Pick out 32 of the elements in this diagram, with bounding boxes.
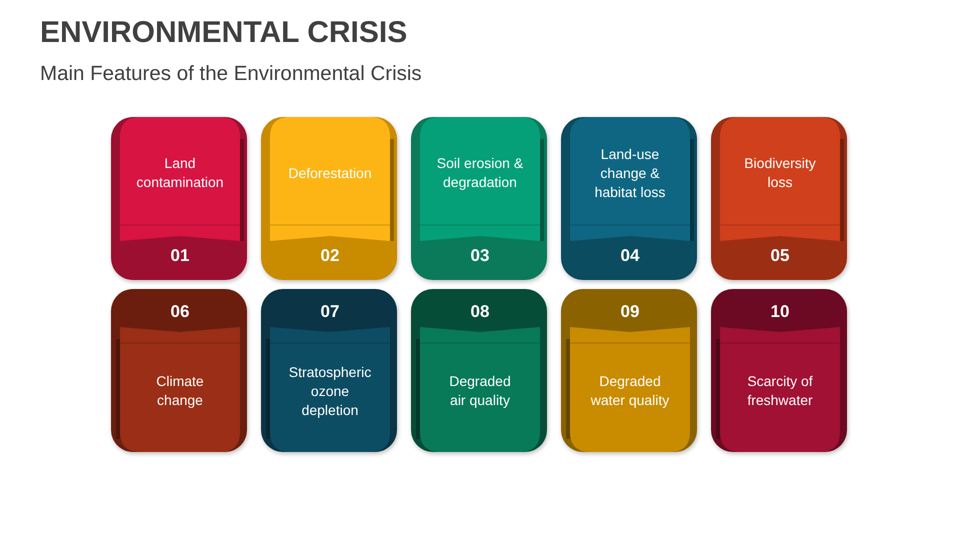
feature-card xyxy=(711,289,847,452)
feature-label: Biodiversity loss xyxy=(743,154,817,192)
feature-card xyxy=(411,117,547,280)
number-label: 02 xyxy=(320,246,340,266)
feature-label: Climate change xyxy=(155,372,205,410)
number-label: 09 xyxy=(620,302,640,322)
feature-label: Soil erosion & degradation xyxy=(436,154,524,192)
feature-card xyxy=(261,117,397,280)
number-label: 07 xyxy=(320,302,340,322)
subtitle: Main Features of the Environmental Crisis xyxy=(40,61,422,86)
feature-card xyxy=(561,117,697,280)
number-label: 08 xyxy=(470,302,490,322)
feature-card xyxy=(711,117,847,280)
feature-label: Stratospheric ozone depletion xyxy=(288,362,372,420)
feature-label: Land contamination xyxy=(135,154,225,192)
feature-label: Scarcity of freshwater xyxy=(746,372,814,410)
feature-label: Land-use change & habitat loss xyxy=(594,144,666,202)
feature-card xyxy=(111,117,247,280)
feature-card xyxy=(261,289,397,452)
feature-card xyxy=(411,289,547,452)
number-label: 03 xyxy=(470,246,490,266)
title: ENVIRONMENTAL CRISIS xyxy=(40,15,408,51)
number-label: 05 xyxy=(770,246,790,266)
feature-label: Degraded water quality xyxy=(590,372,670,410)
feature-label: Deforestation xyxy=(288,164,372,182)
number-label: 01 xyxy=(170,246,190,266)
number-label: 10 xyxy=(770,302,790,322)
number-label: 04 xyxy=(620,246,640,266)
number-label: 06 xyxy=(170,302,190,322)
feature-label: Degraded air quality xyxy=(448,372,512,410)
feature-card xyxy=(111,289,247,452)
feature-card xyxy=(561,289,697,452)
